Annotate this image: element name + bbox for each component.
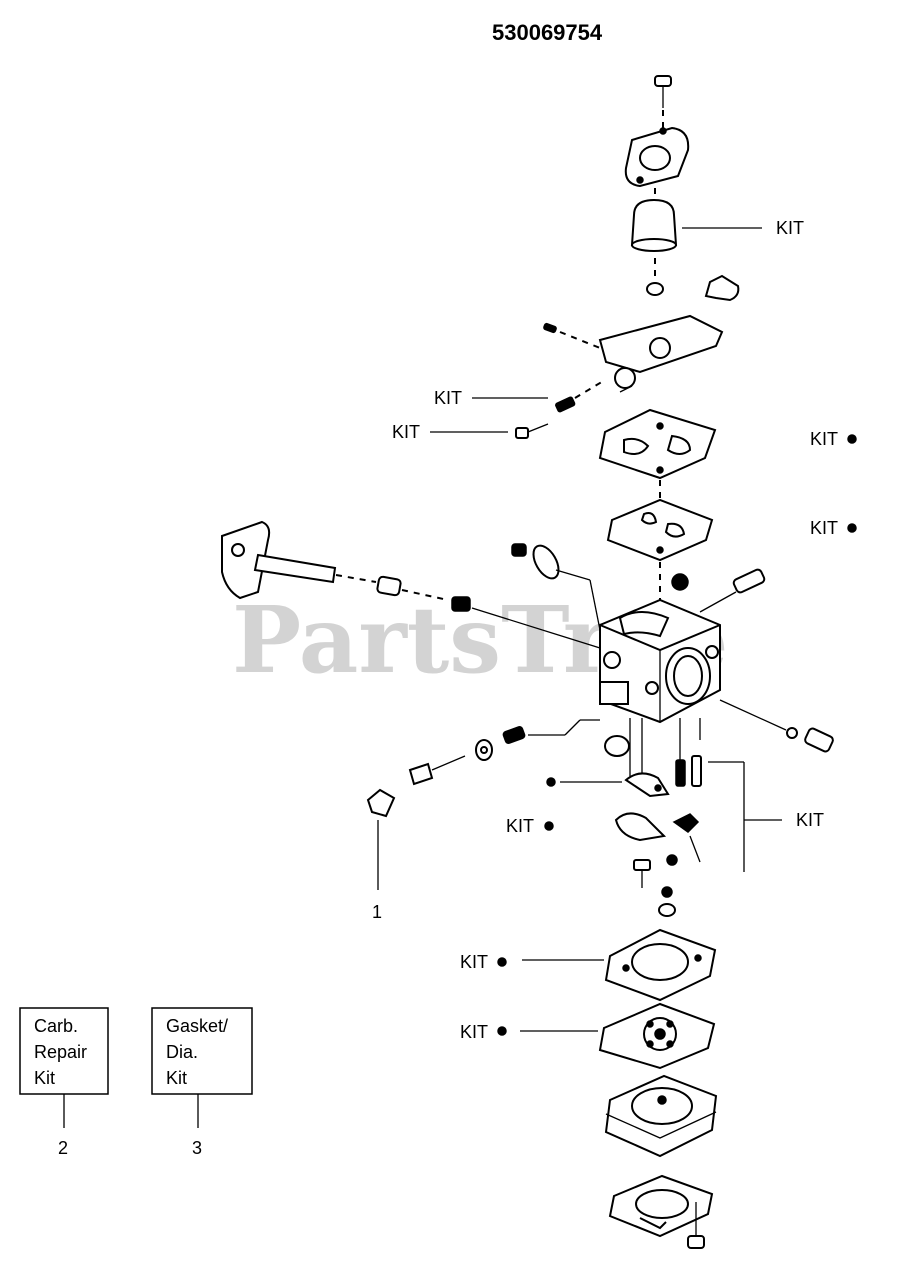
kit-label-small-parts: KIT	[506, 816, 534, 836]
pump-body	[598, 314, 724, 393]
filter-screen	[604, 735, 630, 757]
guide-line	[564, 719, 581, 736]
throttle-spring	[451, 596, 471, 612]
kit-label-diaphragm-top: KIT	[810, 518, 838, 538]
legend-text-line: Carb.	[34, 1016, 78, 1036]
kit-bullet	[847, 523, 857, 533]
circuit-plate	[614, 812, 667, 842]
legend-text-line: Repair	[34, 1042, 87, 1062]
throttle-bushing	[376, 575, 402, 597]
pump-diaphragm	[606, 498, 714, 562]
lever-screw	[633, 859, 651, 888]
guide-line	[401, 589, 449, 601]
guide-line	[719, 699, 787, 731]
part-number-title: 530069754	[492, 20, 603, 45]
metering-gasket	[604, 928, 717, 1002]
guide-line	[335, 574, 377, 583]
legend-ref-number: 2	[58, 1138, 68, 1158]
kit-label-screw: KIT	[392, 422, 420, 442]
metering-spring	[555, 396, 576, 413]
kit-bullet	[847, 434, 857, 444]
legend-text-line: Gasket/	[166, 1016, 228, 1036]
cover-plate	[624, 126, 690, 188]
choke-pin	[732, 568, 766, 594]
bottom-screw	[687, 1202, 705, 1249]
guide-line	[589, 579, 601, 631]
kit-bullet	[544, 821, 554, 831]
kit-label-needle-group: KIT	[796, 810, 824, 830]
metering-diaphragm	[598, 1002, 716, 1070]
bottom-plate	[608, 1174, 714, 1238]
inlet-springs	[675, 755, 702, 787]
small-spring	[543, 322, 557, 334]
kit-label-gasket-top: KIT	[810, 429, 838, 449]
kit-label-diaphragm-bottom: KIT	[460, 1022, 488, 1042]
throttle-plate	[511, 543, 560, 580]
legend-text-line: Kit	[34, 1068, 55, 1088]
kit-label-spring: KIT	[434, 388, 462, 408]
o-ring	[658, 903, 676, 917]
kit-bullet	[497, 1026, 507, 1036]
welch-plug	[671, 573, 689, 591]
kit-label-gasket-bottom: KIT	[460, 952, 488, 972]
adjust-screw	[515, 423, 549, 439]
guide-line	[471, 607, 601, 649]
legend-carb-repair-kit: Carb. Repair Kit 2	[19, 1007, 109, 1158]
guide-line	[574, 379, 606, 399]
metering-cover	[604, 1074, 718, 1158]
carburetor-body	[599, 598, 721, 724]
legend-text-line: Dia.	[166, 1042, 198, 1062]
check-valve	[646, 282, 664, 296]
needle-spring	[502, 726, 526, 744]
guide-line	[559, 331, 601, 349]
legend-text-line: Kit	[166, 1068, 187, 1088]
side-fitting	[786, 727, 834, 753]
metering-lever	[624, 772, 670, 798]
guide-line	[555, 569, 591, 581]
bulb-cap	[630, 198, 678, 252]
kit-bullet	[497, 957, 507, 967]
washer-hole	[480, 746, 488, 754]
mixture-needle	[408, 755, 466, 786]
check-ball	[661, 886, 673, 898]
kit-label-cap: KIT	[776, 218, 804, 238]
pivot-pin	[666, 813, 701, 866]
elbow-fitting	[704, 274, 740, 302]
legend-gasket-dia-kit: Gasket/ Dia. Kit 3	[151, 1007, 253, 1158]
limiter-cap	[366, 788, 396, 818]
pump-gasket	[598, 408, 717, 480]
kit-bullet	[546, 777, 556, 787]
top-screw	[654, 75, 672, 108]
throttle-lever	[221, 520, 337, 600]
legend-ref-number: 3	[192, 1138, 202, 1158]
guide-line	[699, 591, 737, 613]
ref-label-1: 1	[372, 902, 382, 922]
